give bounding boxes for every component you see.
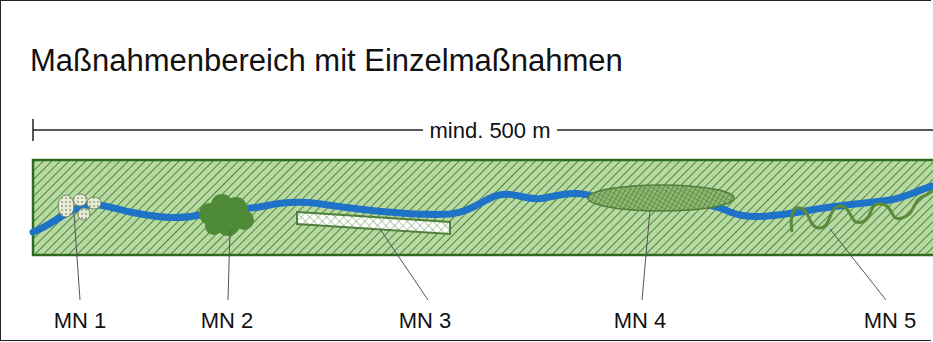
callout-number: MN 5 xyxy=(864,310,917,332)
mn5-line xyxy=(791,191,933,232)
river xyxy=(33,186,933,232)
dimension-label: mind. 500 m xyxy=(423,120,556,142)
callout-number: MN 2 xyxy=(201,310,254,332)
mn4-area xyxy=(588,185,734,211)
diagram-title: Maßnahmenbereich mit Einzelmaßnahmen xyxy=(30,45,623,76)
mn1-shapes xyxy=(58,194,101,220)
callout-number: MN 4 xyxy=(614,310,667,332)
callout-number: MN 1 xyxy=(54,310,107,332)
dimension-line xyxy=(33,119,933,141)
mn2-shrubs xyxy=(199,194,254,236)
measure-area xyxy=(33,160,933,255)
leader-lines xyxy=(74,210,886,300)
mn3-strip xyxy=(297,212,450,234)
callout-number: MN 3 xyxy=(399,310,452,332)
